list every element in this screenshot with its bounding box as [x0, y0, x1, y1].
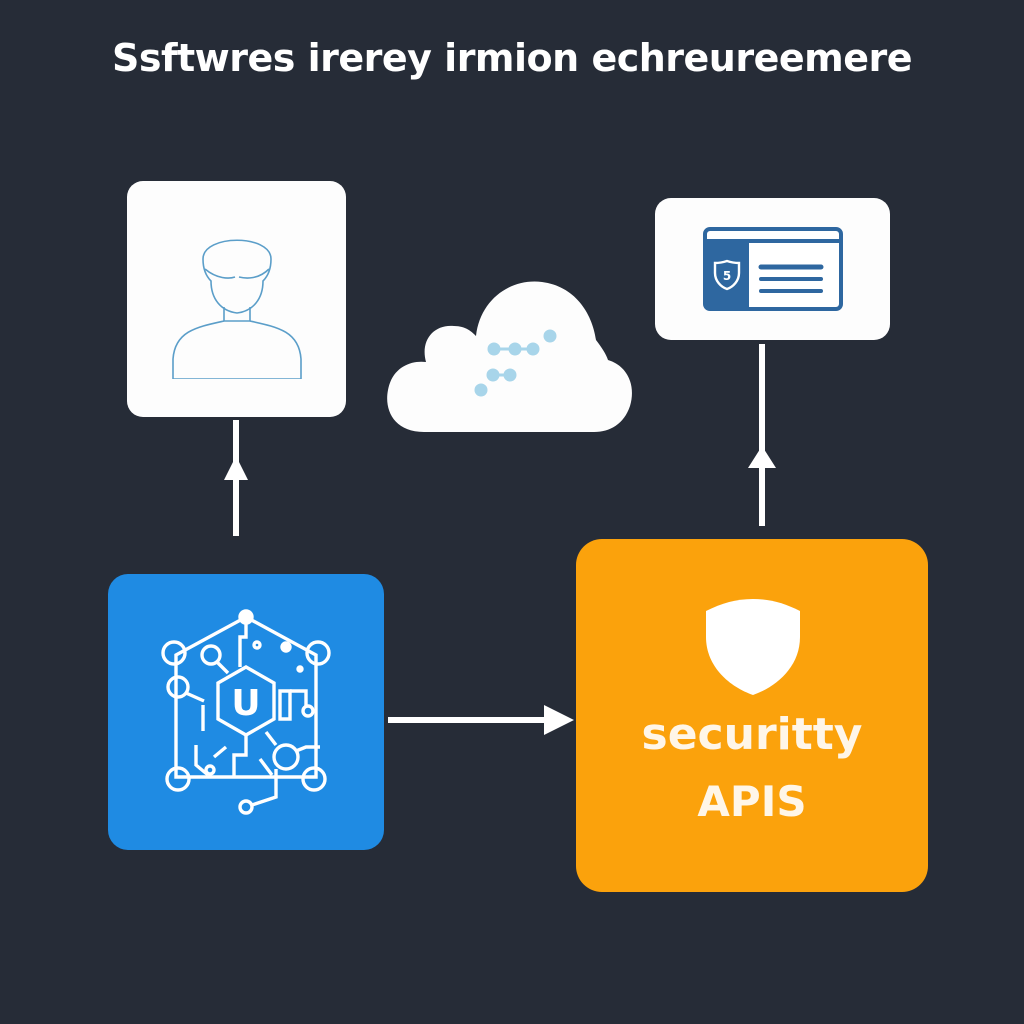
circuit-hexagon-icon: U — [161, 609, 331, 815]
svg-text:5: 5 — [722, 269, 730, 283]
security-apis-label-line2: APIS — [697, 777, 807, 826]
arrow-shaft — [759, 344, 765, 526]
shield-icon — [706, 599, 800, 695]
security-apis-label-line1: securitty — [641, 709, 863, 760]
arrow-head-right — [544, 705, 574, 735]
arrow-platform-to-security — [388, 705, 574, 735]
arrow-platform-to-user — [224, 420, 248, 536]
id-card-shield-icon: 5 — [702, 227, 843, 311]
security-apis-node: securitty APIS — [576, 539, 928, 892]
user-avatar-icon — [171, 239, 302, 379]
identity-node: 5 — [655, 198, 890, 340]
arrow-head-up — [748, 446, 776, 468]
arrow-head-up — [224, 456, 248, 480]
diagram-title: Ssftwres irerey irmion echreureemere — [111, 36, 913, 80]
arrow-security-to-identity — [748, 344, 776, 526]
platform-node: U — [108, 574, 384, 850]
svg-text:U: U — [231, 683, 260, 724]
arrow-shaft — [388, 717, 548, 723]
cloud-icon — [387, 281, 632, 432]
network-nodes-icon — [474, 329, 557, 397]
user-node — [127, 181, 346, 417]
